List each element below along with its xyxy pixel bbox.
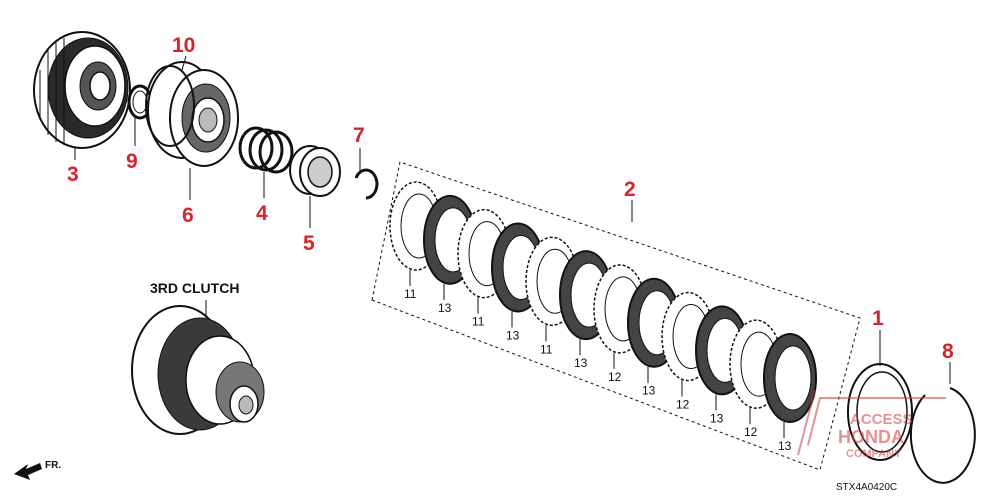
- plate-label: 12: [608, 370, 622, 384]
- part-6-piston: [147, 61, 239, 167]
- part-10-seal: [145, 65, 195, 147]
- plate-label: 13: [710, 411, 724, 425]
- part-7-snap-ring: [354, 168, 379, 200]
- plate-label: 12: [744, 425, 758, 439]
- part-5-retainer: [289, 145, 341, 197]
- callout-4: 4: [256, 202, 268, 225]
- callout-6: 6: [182, 204, 194, 227]
- callout-9: 9: [126, 150, 138, 173]
- part-8-snap-ring: [909, 387, 976, 484]
- callout-3: 3: [67, 163, 79, 186]
- access-honda-watermark: ACCESS HONDA COMPANY: [797, 389, 946, 460]
- callout-leaders: [74, 55, 951, 384]
- callout-7: 7: [353, 124, 365, 147]
- plate-label: 11: [404, 287, 417, 301]
- part-3-clutch-drum: [33, 31, 131, 149]
- front-marker: FR.: [45, 460, 61, 471]
- plate-label: 12: [676, 398, 690, 412]
- front-arrow-icon: FR.: [14, 460, 61, 480]
- third-clutch-assembly: [131, 305, 265, 435]
- callout-1: 1: [872, 307, 884, 330]
- watermark-line3: COMPANY: [846, 448, 902, 460]
- plate-label: 13: [438, 301, 452, 315]
- callout-8: 8: [942, 340, 954, 363]
- part-4-spring: [238, 126, 294, 174]
- plate-label: 11: [540, 342, 553, 356]
- watermark-line2: HONDA: [838, 427, 904, 447]
- section-title: 3RD CLUTCH: [150, 280, 239, 296]
- plate-labels: 11 13 11 13 11 13 12 13 12 13 12 13: [404, 270, 792, 453]
- plate-label: 13: [778, 439, 792, 453]
- callout-5: 5: [303, 232, 315, 255]
- callout-10: 10: [172, 34, 195, 57]
- part-1-end-plate: [847, 363, 913, 461]
- plate-label: 13: [574, 356, 588, 370]
- callout-numbers: 10 3 9 6 4 5 7 2 1 8: [67, 34, 954, 363]
- friction-disc: [763, 333, 817, 423]
- watermark-line1: ACCESS: [850, 411, 913, 428]
- diagram-code: STX4A0420C: [836, 482, 897, 493]
- plate-label: 11: [472, 315, 485, 329]
- part-2-plate-pack: [371, 161, 861, 471]
- plate-label: 13: [506, 328, 520, 342]
- callout-2: 2: [624, 178, 636, 201]
- plate-label: 13: [642, 384, 656, 398]
